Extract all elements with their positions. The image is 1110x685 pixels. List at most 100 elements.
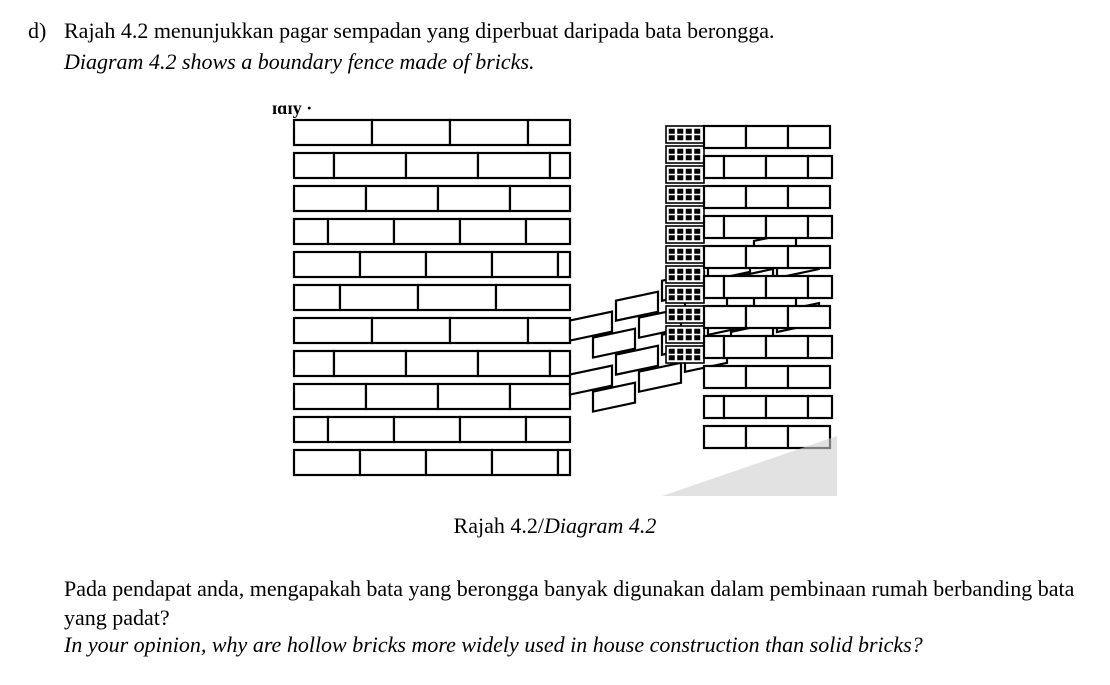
brick [665, 265, 705, 284]
brick [685, 295, 692, 301]
brick [685, 188, 692, 194]
brick [806, 154, 834, 180]
hollow-brick-column [665, 125, 705, 364]
brick [404, 151, 480, 180]
brick [458, 217, 528, 246]
brick [436, 382, 512, 411]
brick [668, 308, 675, 314]
brick [685, 148, 692, 154]
prompt-text-english: In your opinion, why are hollow bricks m… [64, 632, 923, 657]
brick [744, 424, 790, 450]
brick [722, 214, 768, 240]
brick [694, 295, 701, 301]
brick [392, 217, 462, 246]
brick [665, 305, 705, 324]
brick [524, 415, 572, 444]
left-brick-wall [292, 118, 572, 477]
brick [694, 315, 701, 321]
brick [556, 250, 572, 279]
brick [694, 228, 701, 234]
brick-fence-diagram: ɪɑɪy · [262, 96, 872, 506]
brick [668, 168, 675, 174]
brick [524, 217, 572, 246]
brick [424, 448, 494, 477]
brick [786, 244, 832, 270]
brick [685, 348, 692, 354]
brick [694, 248, 701, 254]
brick [292, 415, 330, 444]
brick [526, 118, 572, 147]
brick [677, 168, 684, 174]
brick [685, 235, 692, 241]
brick [668, 135, 675, 141]
brick [292, 448, 362, 477]
brick [685, 215, 692, 221]
brick [668, 195, 675, 201]
brick [685, 355, 692, 361]
brick [494, 283, 572, 312]
brick [668, 175, 675, 181]
brick [685, 288, 692, 294]
brick [508, 184, 572, 213]
brick [677, 188, 684, 194]
brick [668, 188, 675, 194]
brick [786, 364, 832, 390]
brick [694, 328, 701, 334]
brick [685, 195, 692, 201]
brick [677, 328, 684, 334]
ground-shadow [662, 436, 837, 496]
brick [764, 214, 810, 240]
brick [677, 155, 684, 161]
prompt-text-malay: Pada pendapat anda, mengapakah bata yang… [64, 576, 1075, 630]
brick [665, 205, 705, 224]
brick [364, 382, 440, 411]
brick [702, 364, 748, 390]
brick [685, 255, 692, 261]
brick [668, 255, 675, 261]
brick [637, 361, 683, 394]
brick [694, 135, 701, 141]
brick [677, 175, 684, 181]
brick [694, 188, 701, 194]
brick [744, 244, 790, 270]
brick [694, 348, 701, 354]
question-text-malay: Rajah 4.2 menunjukkan pagar sempadan yan… [64, 18, 775, 43]
brick [668, 355, 675, 361]
brick [668, 275, 675, 281]
brick [702, 154, 726, 180]
brick [424, 250, 494, 279]
brick [702, 274, 726, 300]
brick [685, 168, 692, 174]
brick [548, 349, 572, 378]
brick [694, 195, 701, 201]
brick [668, 128, 675, 134]
brick [292, 217, 330, 246]
brick [358, 250, 428, 279]
brick [694, 355, 701, 361]
brick [722, 394, 768, 420]
brick [702, 424, 748, 450]
brick [806, 274, 834, 300]
brick [786, 184, 832, 210]
brick [668, 288, 675, 294]
brick [665, 245, 705, 264]
brick [668, 208, 675, 214]
brick [685, 128, 692, 134]
brick [677, 295, 684, 301]
caption-english: Diagram 4.2 [543, 513, 657, 538]
brick [806, 394, 834, 420]
brick [806, 334, 834, 360]
brick [665, 145, 705, 164]
brick [364, 184, 440, 213]
question-text-english: Diagram 4.2 shows a boundary fence made … [64, 49, 535, 74]
brick [292, 250, 362, 279]
brick [338, 283, 420, 312]
brick [677, 275, 684, 281]
brick [677, 215, 684, 221]
brick [591, 381, 637, 413]
brick [436, 184, 512, 213]
brick [476, 349, 552, 378]
brick [665, 165, 705, 184]
brick [685, 208, 692, 214]
brick [685, 135, 692, 141]
